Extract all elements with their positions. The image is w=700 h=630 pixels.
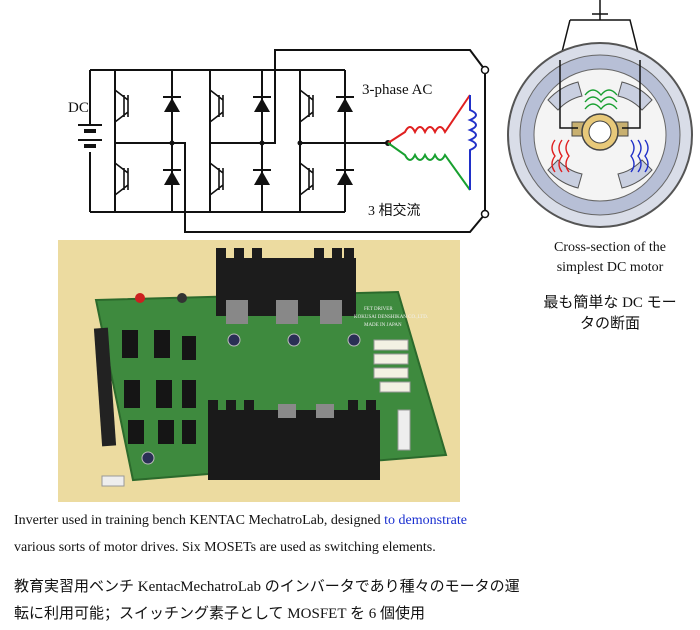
dc-motor-cross-section [507, 0, 693, 228]
three-phase-ac-label: 3-phase AC [362, 82, 433, 98]
motor-caption-jp-line2: タの断面 [579, 316, 640, 332]
board-label-line3: MADE IN JAPAN [364, 323, 402, 328]
board-label-line1: FET DRIVER [364, 307, 393, 312]
demonstrate-link[interactable]: to demonstrate [384, 513, 467, 528]
caption-jp-line2: 転に利用可能；スイッチング素子として MOSFET を 6 個使用 [14, 606, 425, 622]
photo-caption-jp: 教育実習用ベンチ KentacMechatroLab のインバータであり種々のモ… [14, 574, 694, 628]
transistor-symbols [114, 89, 314, 196]
board-label-line2: KOKUSAI DENSHIKAN CO.,LTD. [354, 315, 428, 320]
motor-caption-en-line1: Cross-section of the [554, 240, 666, 255]
motor-caption-jp-line1: 最も簡単な DC モー [543, 295, 677, 311]
three-phase-ac-label-jp: 3 相交流 [368, 204, 421, 219]
caption-en-part2: various sorts of motor drives. Six MOSET… [14, 540, 436, 555]
motor-caption-en: Cross-section of the simplest DC motor [520, 238, 700, 278]
caption-en-part1: Inverter used in training bench KENTAC M… [14, 513, 385, 528]
photo-caption-en: Inverter used in training bench KENTAC M… [14, 507, 694, 561]
motor-caption-jp: 最も簡単な DC モー タの断面 [520, 293, 700, 335]
inverter-board-photo: FET DRIVER KOKUSAI DENSHIKAN CO.,LTD. MA… [58, 240, 460, 502]
diode-symbols [163, 96, 354, 185]
inverter-circuit-diagram [78, 49, 490, 233]
motor-coils [387, 94, 477, 191]
caption-jp-line1: 教育実習用ベンチ KentacMechatroLab のインバータであり種々のモ… [14, 579, 520, 595]
motor-caption-en-line2: simplest DC motor [556, 260, 664, 275]
battery-symbol [78, 124, 102, 148]
dc-label: DC [68, 100, 89, 116]
